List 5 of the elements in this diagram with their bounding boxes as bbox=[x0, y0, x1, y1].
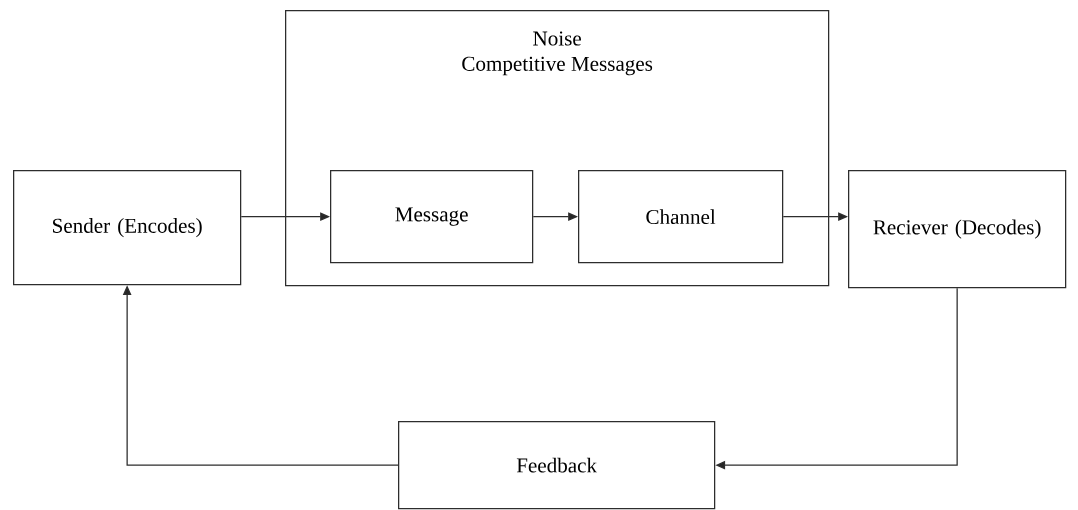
message-box: Message bbox=[330, 170, 534, 264]
channel-box: Channel bbox=[578, 170, 784, 264]
feedback-box: Feedback bbox=[398, 421, 716, 510]
receiver-box: Reciever (Decodes) bbox=[848, 170, 1067, 289]
sender-box: Sender (Encodes) bbox=[13, 170, 242, 286]
